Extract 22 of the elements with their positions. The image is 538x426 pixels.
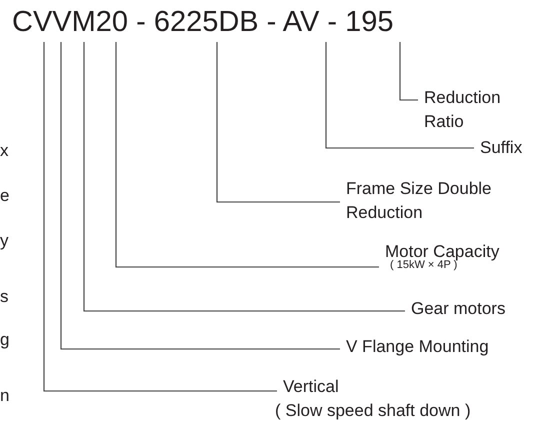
leader-line <box>83 42 405 312</box>
leader-caption: Suffix <box>480 136 522 160</box>
leader-line <box>216 42 340 203</box>
leader-caption: Reduction Ratio <box>424 86 524 134</box>
leader-caption: Gear motors <box>411 297 506 321</box>
model-code: CVVM20 - 6225DB - AV - 195 <box>12 6 394 39</box>
leader-line <box>399 42 418 101</box>
caption-text: Vertical <box>283 376 340 398</box>
leader-caption: V Flange Mounting <box>346 335 489 359</box>
clipped-text: x <box>0 141 8 161</box>
leader-line <box>43 42 277 392</box>
clipped-text: e <box>0 186 10 206</box>
clipped-text: n <box>0 386 10 406</box>
clipped-text: g <box>0 330 10 350</box>
caption-note: ( 15kW × 4P ) <box>390 259 458 271</box>
leader-line <box>60 42 340 350</box>
leader-line <box>115 42 379 268</box>
caption-note: ( Slow speed shaft down ) <box>275 400 471 422</box>
clipped-text: s <box>0 287 8 307</box>
clipped-text: y <box>0 231 8 251</box>
leader-caption: Frame Size Double Reduction <box>346 177 496 225</box>
leader-line <box>325 42 474 149</box>
